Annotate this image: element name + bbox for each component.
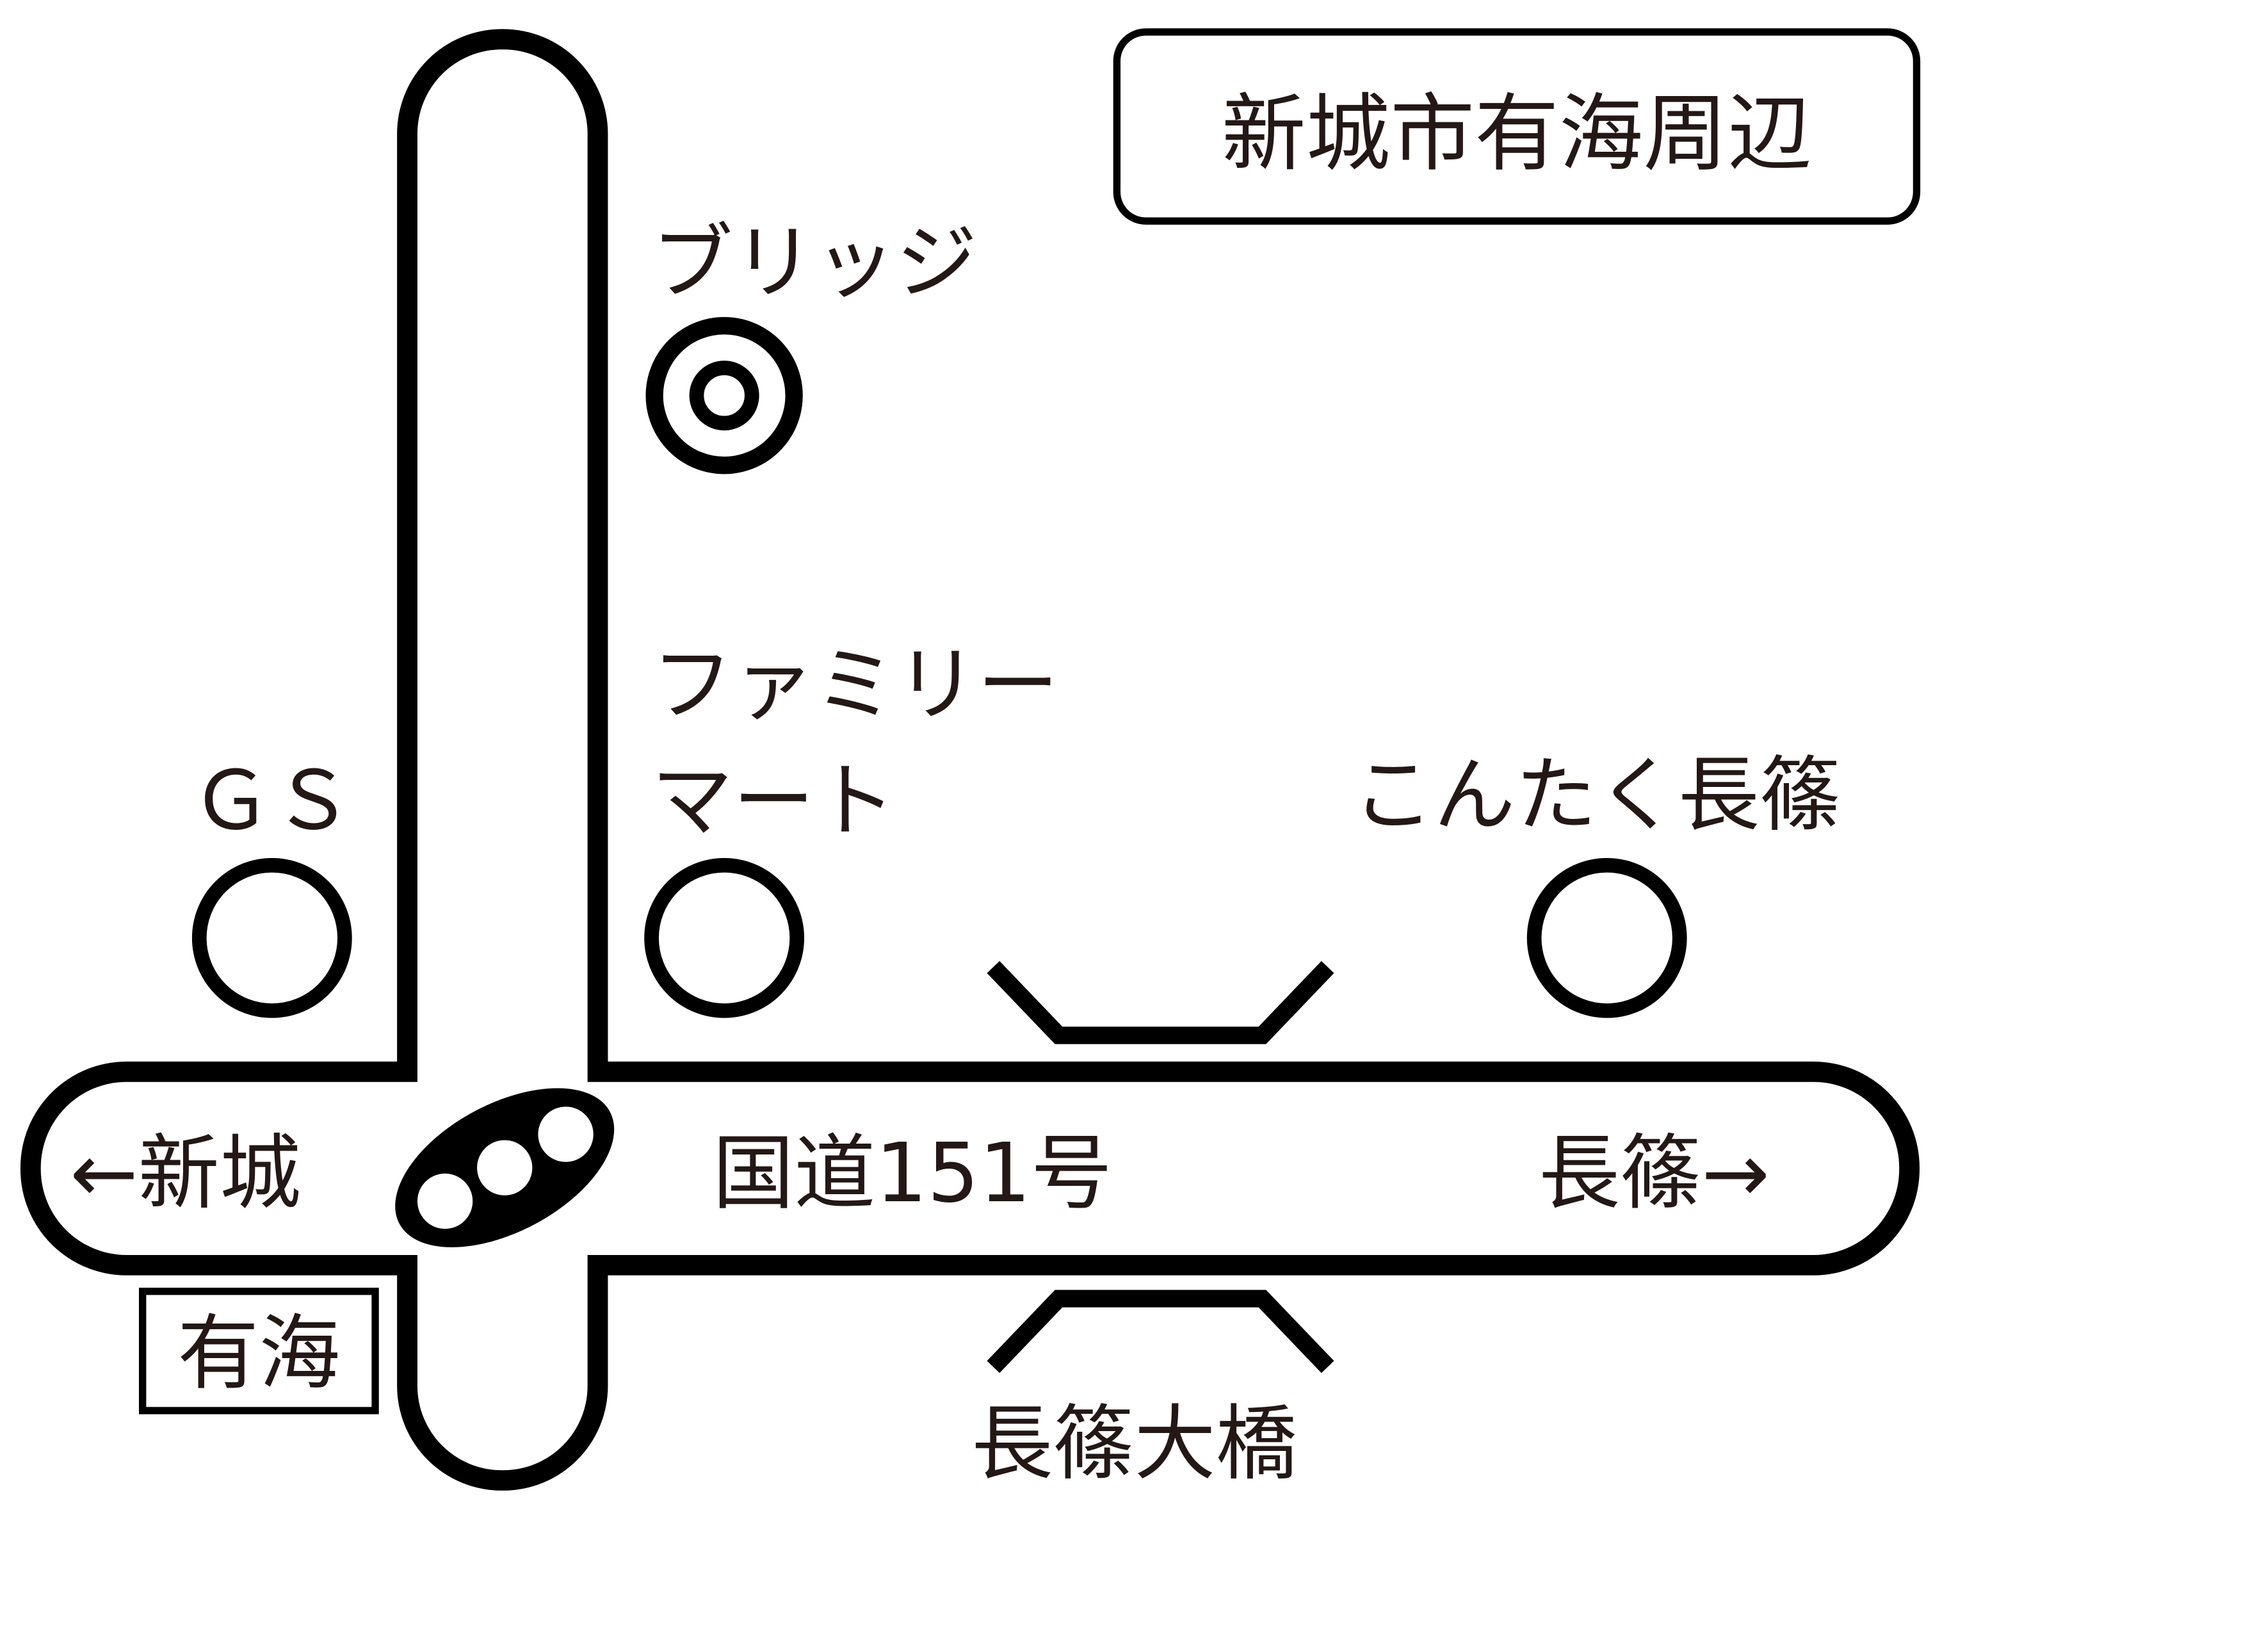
familymart-label-line1: ファミリー <box>652 637 1059 732</box>
double-circle-marker-icon <box>645 317 803 474</box>
west-direction-label: ←新城 <box>70 1126 301 1220</box>
circle-marker-icon <box>191 857 352 1018</box>
traffic-light-icon <box>395 1088 615 1247</box>
map-title-box: 新城市有海周辺 <box>1113 28 1921 225</box>
road-name-label: 国道151号 <box>713 1126 1112 1220</box>
gas-station-label: ＧＳ <box>191 754 353 848</box>
familymart-label-line2: マート <box>652 754 896 848</box>
bridge-symbol-icon <box>987 960 1334 1373</box>
circle-marker-icon <box>644 857 805 1018</box>
bridge-store-label: ブリッジ <box>652 215 978 310</box>
area-label-box: 有海 <box>138 1288 379 1414</box>
map-title: 新城市有海周辺 <box>1222 85 1812 183</box>
bridge-label: 長篠大橋 <box>971 1396 1297 1491</box>
east-direction-label: 長篠→ <box>1539 1126 1770 1220</box>
circle-marker-icon <box>1526 857 1687 1018</box>
area-label: 有海 <box>177 1306 340 1401</box>
kontaku-label: こんたく長篠 <box>1352 747 1841 842</box>
